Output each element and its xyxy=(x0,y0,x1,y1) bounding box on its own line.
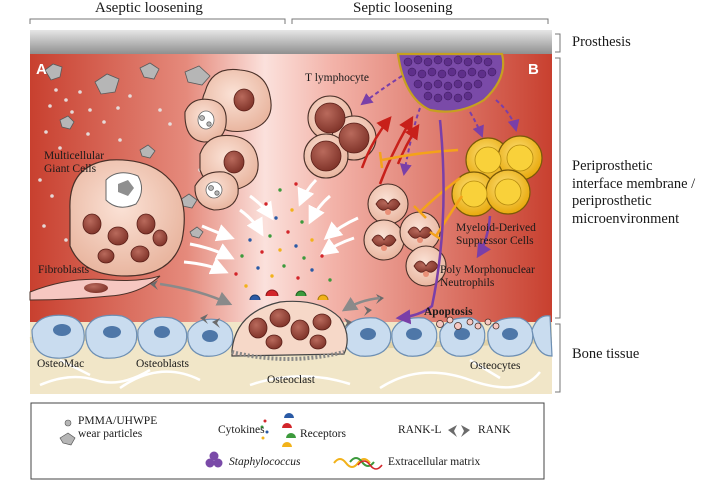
osteoclast-label: Osteoclast xyxy=(267,374,315,386)
pmn-label: Poly Morphonuclear Neutrophils xyxy=(440,264,535,289)
osteocytes-label: Osteocytes xyxy=(470,360,521,372)
osteoclast-cell xyxy=(231,300,348,361)
activation-arrows xyxy=(360,115,420,185)
small-particles xyxy=(38,88,202,242)
pmn-nuclei xyxy=(371,198,439,273)
panel-a-label: A xyxy=(36,61,47,78)
septic-header: Septic loosening xyxy=(353,0,453,16)
rankl-arrows xyxy=(159,282,381,312)
osteomac-label: OsteoMac xyxy=(37,358,85,370)
osteoclast-receptors xyxy=(249,289,329,301)
legend-ecm: Extracellular matrix xyxy=(388,456,481,468)
mdsc-nuclei xyxy=(460,144,534,208)
legend-icons xyxy=(59,413,470,470)
legend-receptors: Receptors xyxy=(300,428,346,440)
pmn-cells xyxy=(363,183,447,287)
t-lymphocyte-label: T lymphocyte xyxy=(305,72,369,84)
prosthesis-band xyxy=(30,30,552,54)
giant-cell xyxy=(69,159,185,277)
phagocytosed-particles xyxy=(197,110,223,199)
osteoblast-cells xyxy=(31,314,553,359)
osteoblasts-label: Osteoblasts xyxy=(136,358,190,370)
panel-b-label: B xyxy=(528,61,539,78)
bone-label: Bone tissue xyxy=(572,346,640,362)
t-lymphocyte-nuclei xyxy=(310,102,370,172)
pmn-granules xyxy=(381,209,429,277)
fibroblast-cell xyxy=(29,275,161,301)
apoptotic-fragments xyxy=(436,316,500,330)
mdsc-label: Myeloid-Derived Suppressor Cells xyxy=(456,222,536,247)
legend-wear-particles: PMMA/UHWPE wear particles xyxy=(78,415,158,440)
osteoblast-nuclei xyxy=(53,324,518,342)
wear-particles xyxy=(44,62,211,239)
apoptosis-label: Apoptosis xyxy=(424,306,473,318)
legend-rank: RANK xyxy=(478,424,511,436)
macrophage-nuclei xyxy=(223,88,255,174)
prosthesis-label: Prosthesis xyxy=(572,34,631,50)
side-brackets xyxy=(555,33,561,393)
legend-rank-l: RANK-L xyxy=(398,424,442,436)
apoptosis-arrows xyxy=(395,119,492,325)
rank-markers xyxy=(150,280,384,328)
cytokines-cloud xyxy=(234,182,332,288)
giant-cells-label: Multicellular Giant Cells xyxy=(44,150,105,175)
suppression-arrows xyxy=(378,148,464,242)
interface-label: Periprosthetic interface membrane / peri… xyxy=(572,158,696,228)
legend-staphylococcus: Staphylococcus xyxy=(229,456,301,468)
aseptic-header: Aseptic loosening xyxy=(95,0,203,16)
fibroblasts-label: Fibroblasts xyxy=(38,264,90,276)
header-brackets xyxy=(29,18,549,24)
migration-arrows xyxy=(183,178,359,275)
legend-cytokines: Cytokines xyxy=(218,424,265,436)
bacteria-biofilm xyxy=(396,52,505,113)
